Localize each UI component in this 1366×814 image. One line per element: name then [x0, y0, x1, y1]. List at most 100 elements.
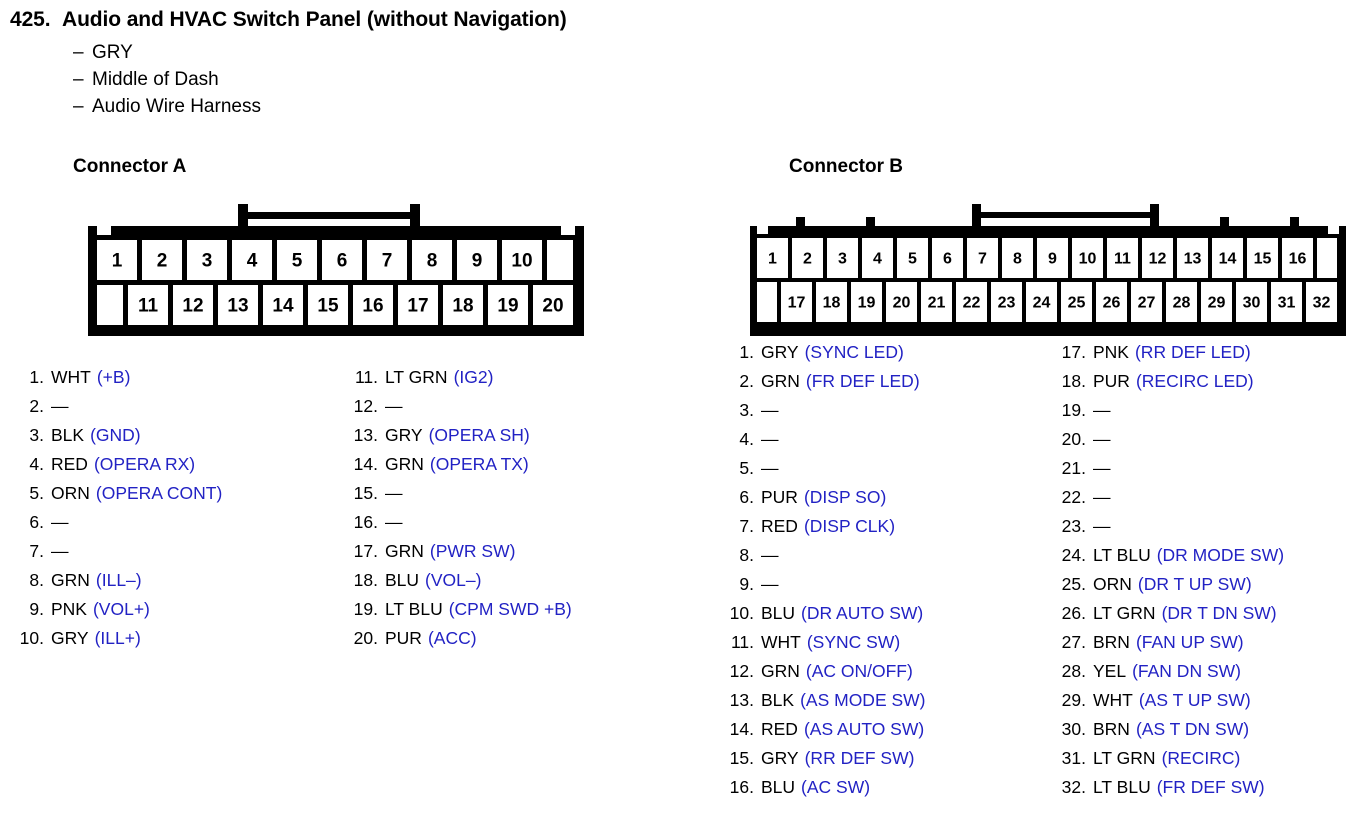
pin-signal-name: (AC SW) [801, 777, 871, 797]
pin-number: 9. [29, 599, 44, 619]
pin-cell-number: 30 [1243, 295, 1261, 312]
pin-number: 29. [1061, 690, 1086, 710]
pin-cell [502, 240, 542, 280]
pin-signal-name: (CPM SWD +B) [448, 599, 572, 619]
riser-tab-right [1150, 204, 1159, 233]
pin-cell-number: 5 [908, 251, 917, 268]
pin-row: 21.— [1060, 454, 1284, 483]
pin-row: 10.GRY(ILL+) [18, 624, 222, 653]
detail-list: –GRY –Middle of Dash –Audio Wire Harness [10, 39, 770, 120]
pin-wire-color: WHT [1093, 690, 1133, 710]
pin-row: 3. — [728, 396, 926, 425]
pin-wire-color: GRN [51, 570, 90, 590]
pin-cell-number: 27 [1138, 295, 1156, 312]
pin-cell [1271, 282, 1302, 322]
pin-wire-color: PUR [385, 628, 422, 648]
pin-number: 12. [729, 661, 754, 681]
pin-number: 17. [353, 541, 378, 561]
pin-row: 16.— [352, 508, 572, 537]
pin-wire-color: GRY [761, 342, 799, 362]
pin-cell [173, 285, 213, 325]
pin-cell-number: 19 [858, 295, 876, 312]
pin-cell [1072, 238, 1103, 278]
pin-number: 17. [1061, 342, 1086, 362]
pin-number: 27. [1061, 632, 1086, 652]
pin-cell [398, 285, 438, 325]
pin-wire-color: PNK [1093, 342, 1129, 362]
page-header: 425. Audio and HVAC Switch Panel (withou… [10, 8, 770, 120]
connector-a-pinlist-left: 1.WHT(+B)2.—3.BLK(GND)4.RED(OPERA RX)5.O… [18, 363, 223, 653]
pin-cell [232, 240, 272, 280]
pin-cell-number: 23 [998, 295, 1016, 312]
pin-signal-name: (+B) [96, 367, 131, 387]
pin-row: 19.— [1060, 396, 1284, 425]
pin-number: 3. [739, 400, 754, 420]
pin-wire-color: LT BLU [1093, 545, 1151, 565]
pin-unused-marker: — [1093, 458, 1111, 478]
pin-row: 18.PUR(RECIRC LED) [1060, 367, 1284, 396]
pin-row: 10.BLU(DR AUTO SW) [728, 599, 926, 628]
pin-cell [1131, 282, 1162, 322]
corner-notch-right [1328, 226, 1339, 234]
pin-cell [1026, 282, 1057, 322]
pin-cell [533, 285, 573, 325]
pin-cell [443, 285, 483, 325]
page-title: 425. Audio and HVAC Switch Panel (withou… [10, 8, 770, 32]
pin-wire-color: BLK [51, 425, 85, 445]
pin-signal-name: (DR AUTO SW) [801, 603, 924, 623]
pin-wire-color: BRN [1093, 632, 1130, 652]
pin-signal-name: (SYNC SW) [806, 632, 901, 652]
pin-number: 4. [739, 429, 754, 449]
pin-row: 1.GRY(SYNC LED) [728, 338, 926, 367]
pin-signal-name: (DR MODE SW) [1156, 545, 1285, 565]
pin-signal-name: (OPERA SH) [428, 425, 530, 445]
pin-wire-color: BLU [761, 777, 796, 797]
pin-row: 11.LT GRN(IG2) [352, 363, 572, 392]
pin-number: 10. [729, 603, 754, 623]
pin-number: 19. [1061, 400, 1086, 420]
connector-b-pinlist-right: 17.PNK(RR DEF LED)18.PUR(RECIRC LED)19.—… [1060, 338, 1284, 802]
pin-row: 26.LT GRN(DR T DN SW) [1060, 599, 1284, 628]
pin-cell [1306, 282, 1337, 322]
pin-wire-color: LT GRN [1093, 748, 1156, 768]
pin-unused-marker: — [385, 396, 403, 416]
pin-cell [277, 240, 317, 280]
pin-row: 8.— [728, 541, 926, 570]
pin-number: 32. [1061, 777, 1086, 797]
pin-cell [1201, 282, 1232, 322]
pin-row: 17.PNK(RR DEF LED) [1060, 338, 1284, 367]
pin-number: 4. [29, 454, 44, 474]
pin-number: 2. [739, 371, 754, 391]
pin-number: 3. [29, 425, 44, 445]
pin-cell [1142, 238, 1173, 278]
pin-signal-name: (DR T UP SW) [1137, 574, 1252, 594]
pin-unused-marker: — [761, 400, 779, 420]
pin-signal-name: (VOL–) [425, 570, 482, 590]
pin-row: 2.— [18, 392, 222, 421]
pin-cell [1282, 238, 1313, 278]
pin-signal-name: (VOL+) [92, 599, 150, 619]
pin-unused-marker: — [51, 512, 69, 532]
pin-cell [781, 282, 812, 322]
pin-cell [1107, 238, 1138, 278]
pin-number: 13. [729, 690, 754, 710]
pin-cell-number: 1 [112, 251, 123, 272]
pin-cell-number: 10 [511, 251, 532, 272]
pin-signal-name: (FR DEF SW) [1156, 777, 1265, 797]
pin-signal-name: (DR T DN SW) [1161, 603, 1277, 623]
pin-cell-number: 6 [943, 251, 952, 268]
pin-cell-number: 19 [497, 296, 518, 317]
connector-bar [972, 212, 1159, 218]
pin-wire-color: YEL [1093, 661, 1127, 681]
pin-cell [757, 238, 788, 278]
pin-number: 15. [729, 748, 754, 768]
pin-number: 25. [1061, 574, 1086, 594]
pin-cell [97, 240, 137, 280]
pin-cell-number: 17 [788, 295, 806, 312]
pin-cell [862, 238, 893, 278]
pin-unused-marker: — [385, 512, 403, 532]
pin-row: 27.BRN(FAN UP SW) [1060, 628, 1284, 657]
connector-b-heading: Connector B [789, 156, 903, 177]
pin-row: 13.BLK(AS MODE SW) [728, 686, 926, 715]
pin-cell [488, 285, 528, 325]
